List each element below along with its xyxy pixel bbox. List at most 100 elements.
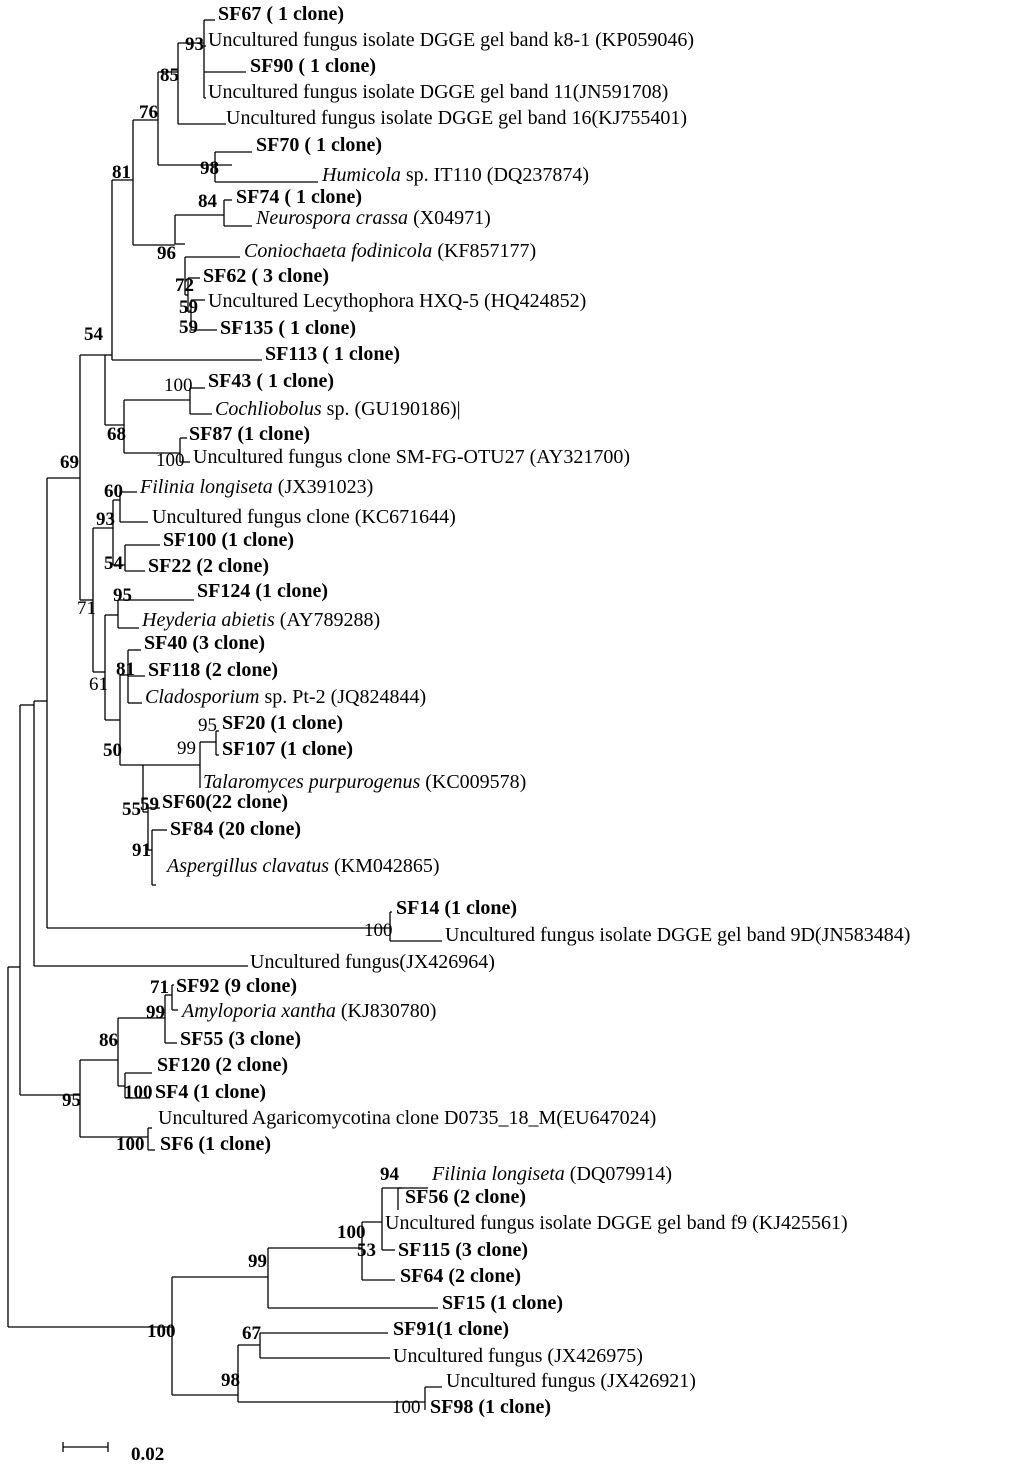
tip-label-part: SF115 (3 clone) <box>398 1239 528 1261</box>
tip-label-part: (AY789288) <box>275 609 380 631</box>
bootstrap-value: 100 <box>337 1222 366 1243</box>
bootstrap-value: 60 <box>104 481 123 502</box>
tip-label-part: Uncultured Lecythophora HXQ-5 (HQ424852) <box>208 290 586 312</box>
bootstrap-value: 99 <box>248 1251 267 1272</box>
tip-label-sf22: SF22 (2 clone) <box>148 555 269 577</box>
tip-label-humicola: Humicola sp. IT110 (DQ237874) <box>321 164 589 186</box>
tip-label-part: SF40 (3 clone) <box>144 632 265 654</box>
bootstrap-value: 59 <box>140 794 159 815</box>
bootstrap-value: 69 <box>60 452 79 473</box>
tip-label-part: Uncultured fungus (JX426921) <box>446 1370 696 1392</box>
tip-label-band16: Uncultured fungus isolate DGGE gel band … <box>226 107 687 129</box>
tip-label-part: Uncultured Agaricomycotina clone D0735_1… <box>158 1107 656 1129</box>
tip-label-sf98: SF98 (1 clone) <box>430 1396 551 1418</box>
tip-label-part: SF84 (20 clone) <box>170 818 301 840</box>
bootstrap-value: 98 <box>200 158 219 179</box>
tip-label-agarico: Uncultured Agaricomycotina clone D0735_1… <box>158 1107 656 1129</box>
tip-label-sf15: SF15 (1 clone) <box>442 1292 563 1314</box>
bootstrap-value: 50 <box>103 740 122 761</box>
tip-label-sf43: SF43 ( 1 clone) <box>208 370 334 392</box>
tip-label-jx426975: Uncultured fungus (JX426975) <box>393 1345 643 1367</box>
tip-label-sf56: SF56 (2 clone) <box>405 1186 526 1208</box>
tip-label-part: SF4 (1 clone) <box>155 1081 266 1103</box>
tip-label-neurospora: Neurospora crassa (X04971) <box>255 207 491 229</box>
tip-label-cladosporium: Cladosporium sp. Pt-2 (JQ824844) <box>145 686 426 708</box>
tip-label-smfg: Uncultured fungus clone SM-FG-OTU27 (AY3… <box>193 446 630 468</box>
tip-label-part: Heyderia abietis <box>141 609 275 631</box>
tip-label-part: SF14 (1 clone) <box>396 897 517 919</box>
tip-label-sf20: SF20 (1 clone) <box>222 712 343 734</box>
bootstrap-value: 95 <box>113 585 132 606</box>
tip-label-part: SF74 ( 1 clone) <box>236 186 362 208</box>
bootstrap-value: 72 <box>175 275 194 296</box>
tip-label-part: SF60(22 clone) <box>162 791 288 813</box>
tip-label-amyloporia: Amyloporia xantha (KJ830780) <box>180 1000 436 1022</box>
tip-label-part: sp. (GU190186)| <box>322 398 461 420</box>
tip-label-part: SF15 (1 clone) <box>442 1292 563 1314</box>
tip-label-k8-1: Uncultured fungus isolate DGGE gel band … <box>208 29 694 51</box>
tip-label-part: Uncultured fungus isolate DGGE gel band … <box>226 107 687 129</box>
tip-label-sf60: SF60(22 clone) <box>162 791 288 813</box>
tip-label-sf113: SF113 ( 1 clone) <box>265 343 400 365</box>
bootstrap-value: 99 <box>177 738 196 759</box>
tip-label-sf55: SF55 (3 clone) <box>180 1028 301 1050</box>
tip-label-part: SF98 (1 clone) <box>430 1396 551 1418</box>
bootstrap-value: 94 <box>380 1164 400 1185</box>
bootstrap-value: 85 <box>160 65 179 86</box>
tip-label-cochliobolus: Cochliobolus sp. (GU190186)| <box>215 398 461 420</box>
tip-label-sf107: SF107 (1 clone) <box>222 738 353 760</box>
bootstrap-value: 68 <box>107 424 126 445</box>
tip-label-part: SF135 ( 1 clone) <box>220 317 356 339</box>
tip-label-part: SF113 ( 1 clone) <box>265 343 400 365</box>
bootstrap-value: 99 <box>146 1002 165 1023</box>
scale-bar: 0.02 <box>62 1442 164 1465</box>
tip-label-filinia1: Filinia longiseta (JX391023) <box>139 476 373 498</box>
bootstrap-value: 100 <box>392 1397 421 1418</box>
tip-label-sf74: SF74 ( 1 clone) <box>236 186 362 208</box>
tip-label-part: Uncultured fungus isolate DGGE gel band … <box>385 1212 848 1234</box>
bootstrap-value: 55 <box>122 799 141 820</box>
tip-label-part: (X04971) <box>408 207 491 229</box>
tip-label-part: (KJ830780) <box>336 1000 437 1022</box>
bootstrap-value: 100 <box>156 450 185 471</box>
tip-label-bandf9: Uncultured fungus isolate DGGE gel band … <box>385 1212 848 1234</box>
bootstrap-value: 91 <box>132 840 151 861</box>
tip-label-sf100: SF100 (1 clone) <box>163 529 294 551</box>
bootstrap-value: 76 <box>139 102 158 123</box>
bootstrap-value: 81 <box>116 659 135 680</box>
tip-label-part: Filinia longiseta <box>431 1163 565 1185</box>
tip-label-part: SF70 ( 1 clone) <box>256 134 382 156</box>
tip-label-part: SF20 (1 clone) <box>222 712 343 734</box>
bootstrap-value: 93 <box>96 509 115 530</box>
bootstrap-value: 95 <box>198 715 217 736</box>
tip-label-part: (KF857177) <box>432 240 536 262</box>
tip-label-part: Uncultured fungus isolate DGGE gel band … <box>445 924 910 946</box>
bootstrap-value: 98 <box>221 1370 240 1391</box>
bootstrap-value: 59 <box>179 297 198 318</box>
tip-label-part: Uncultured fungus isolate DGGE gel band … <box>208 81 668 103</box>
tip-label-part: Filinia longiseta <box>139 476 273 498</box>
tip-label-part: SF87 (1 clone) <box>189 423 310 445</box>
bootstrap-value: 95 <box>62 1090 81 1111</box>
tip-label-heyderia: Heyderia abietis (AY789288) <box>141 609 380 631</box>
bootstrap-value: 61 <box>89 674 108 695</box>
tip-label-part: (KC009578) <box>420 771 526 793</box>
tip-label-sf14: SF14 (1 clone) <box>396 897 517 919</box>
tip-label-talaromyces: Talaromyces purpurogenus (KC009578) <box>203 771 526 793</box>
tip-label-sf6: SF6 (1 clone) <box>160 1133 271 1155</box>
scale-bar-label: 0.02 <box>131 1444 164 1465</box>
bootstrap-value: 54 <box>84 324 104 345</box>
tip-label-sf4: SF4 (1 clone) <box>155 1081 266 1103</box>
tip-label-part: SF22 (2 clone) <box>148 555 269 577</box>
tip-label-sf118: SF118 (2 clone) <box>148 659 278 681</box>
tip-label-part: Uncultured fungus(JX426964) <box>250 951 495 973</box>
bootstrap-value: 100 <box>164 375 193 396</box>
tip-label-coniochaeta: Coniochaeta fodinicola (KF857177) <box>244 240 536 262</box>
tip-label-sf62: SF62 ( 3 clone) <box>203 265 329 287</box>
tip-label-lecytho: Uncultured Lecythophora HXQ-5 (HQ424852) <box>208 290 586 312</box>
tip-label-part: Humicola <box>321 164 401 186</box>
tip-label-part: SF91(1 clone) <box>393 1318 509 1340</box>
tip-label-part: SF6 (1 clone) <box>160 1133 271 1155</box>
bootstrap-value: 86 <box>99 1030 118 1051</box>
